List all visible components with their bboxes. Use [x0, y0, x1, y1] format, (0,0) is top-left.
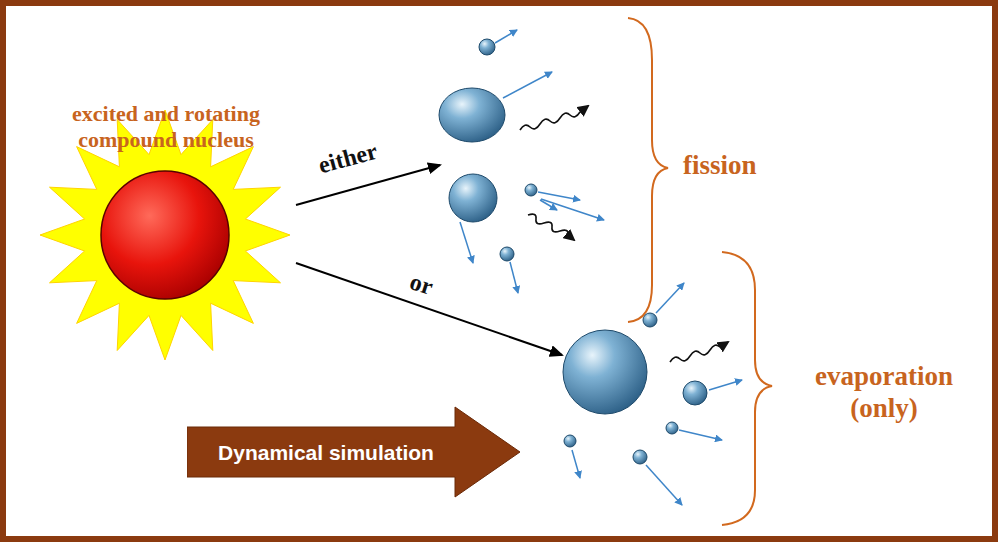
particle	[500, 247, 514, 261]
particle	[643, 313, 657, 327]
edge-label: either	[316, 138, 381, 180]
particle	[479, 39, 495, 55]
fission-fragment	[449, 174, 497, 222]
edge-label: or	[406, 268, 436, 301]
process-arrow: Dynamical simulation	[187, 405, 522, 500]
evaporation-residue	[563, 330, 647, 414]
evaporation-group: evaporation (only)	[560, 250, 992, 530]
fission-group: fission	[438, 15, 818, 325]
particle	[666, 422, 678, 434]
compound-nucleus-node: excited and rotating compound nucleus	[30, 95, 302, 360]
particle-tracks	[460, 30, 604, 293]
compound-nucleus	[101, 171, 229, 299]
particle	[564, 435, 576, 447]
particle-tracks	[572, 283, 742, 505]
gamma-ray	[520, 106, 728, 362]
node-label: fission	[683, 149, 813, 181]
node-label: evaporation (only)	[782, 360, 986, 425]
arrow-label: Dynamical simulation	[195, 440, 457, 465]
fission-fragment	[439, 88, 505, 142]
particle	[633, 450, 647, 464]
connector-arrow	[296, 263, 562, 355]
particle	[683, 381, 707, 405]
node-label: excited and rotating compound nucleus	[30, 101, 302, 154]
connector-arrow	[296, 165, 440, 205]
particle	[525, 184, 537, 196]
bracket	[628, 18, 668, 322]
bracket	[722, 252, 772, 525]
